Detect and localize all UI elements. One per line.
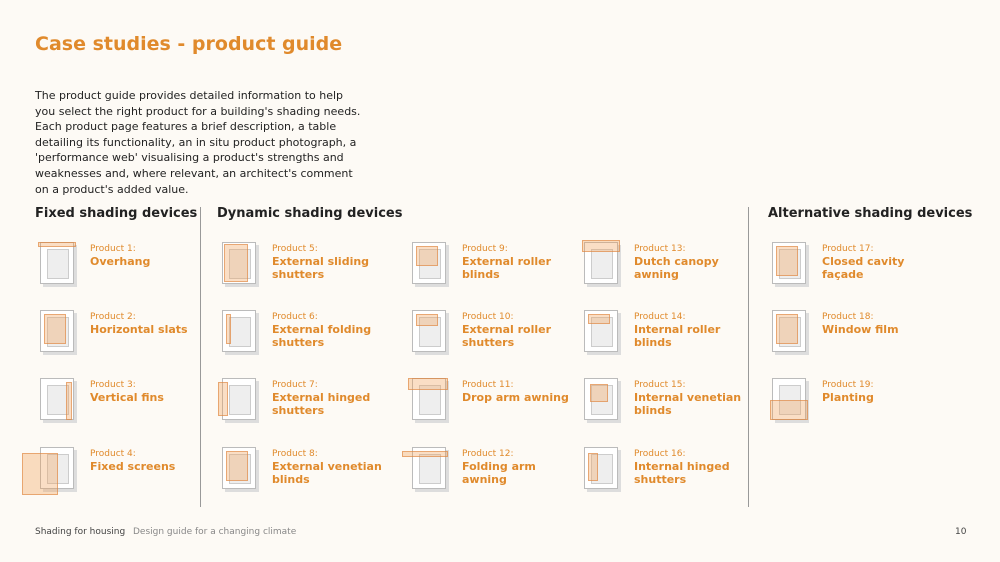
product-name: Overhang <box>90 255 151 268</box>
product-name: Dutch canopy awning <box>634 255 719 281</box>
product-number: Product 5: <box>272 244 318 254</box>
window-shading-icon <box>582 240 620 286</box>
window-shading-icon <box>218 376 258 422</box>
window-shading-icon <box>408 376 448 422</box>
divider <box>200 207 201 507</box>
product-name: Internal roller blinds <box>634 323 721 349</box>
intro-text: The product guide provides detailed info… <box>35 89 361 196</box>
product-number: Product 14: <box>634 312 686 322</box>
product-item-9[interactable]: Product 9: External roller blinds <box>410 240 580 300</box>
product-name: Closed cavity façade <box>822 255 905 281</box>
window-shading-icon <box>22 445 76 495</box>
product-name: Folding arm awning <box>462 460 536 486</box>
product-number: Product 18: <box>822 312 874 322</box>
product-name: Window film <box>822 323 899 336</box>
product-number: Product 9: <box>462 244 508 254</box>
product-name: Horizontal slats <box>90 323 188 336</box>
window-shading-icon <box>582 308 620 354</box>
page-number: 10 <box>955 527 967 537</box>
product-name: External folding shutters <box>272 323 372 349</box>
product-item-11[interactable]: Product 11: Drop arm awning <box>408 376 580 436</box>
product-number: Product 12: <box>462 449 514 459</box>
product-number: Product 8: <box>272 449 318 459</box>
product-item-18[interactable]: Product 18: Window film <box>770 308 940 368</box>
window-shading-icon <box>38 240 76 286</box>
product-number: Product 17: <box>822 244 874 254</box>
product-item-17[interactable]: Product 17: Closed cavity façade <box>770 240 940 300</box>
section-alternative: Alternative shading devices <box>768 206 973 221</box>
window-shading-icon <box>410 240 448 286</box>
product-number: Product 3: <box>90 380 136 390</box>
product-name: External sliding shutters <box>272 255 370 281</box>
product-number: Product 4: <box>90 449 136 459</box>
section-fixed: Fixed shading devices <box>35 206 198 221</box>
window-shading-icon <box>582 445 620 491</box>
window-shading-icon <box>402 445 448 491</box>
product-item-16[interactable]: Product 16: Internal hinged shutters <box>582 445 752 505</box>
product-number: Product 10: <box>462 312 514 322</box>
product-name: Planting <box>822 391 874 404</box>
divider <box>748 207 749 507</box>
window-shading-icon <box>220 445 258 491</box>
product-item-3[interactable]: Product 3: Vertical fins <box>38 376 208 436</box>
product-item-6[interactable]: Product 6: External folding shutters <box>220 308 390 368</box>
product-item-19[interactable]: Product 19: Planting <box>770 376 940 436</box>
window-shading-icon <box>770 240 808 286</box>
product-item-1[interactable]: Product 1: Overhang <box>38 240 208 300</box>
product-item-12[interactable]: Product 12: Folding arm awning <box>402 445 580 505</box>
product-item-4[interactable]: Product 4: Fixed screens <box>22 445 208 505</box>
window-shading-icon <box>38 376 76 422</box>
product-name: Drop arm awning <box>462 391 569 404</box>
footer-subtitle: Design guide for a changing climate <box>133 527 297 537</box>
product-name: Internal venetian blinds <box>634 391 742 417</box>
product-item-15[interactable]: Product 15: Internal venetian blinds <box>582 376 752 436</box>
product-name: External roller shutters <box>462 323 552 349</box>
page-title: Case studies - product guide <box>35 33 343 55</box>
product-number: Product 19: <box>822 380 874 390</box>
window-shading-icon <box>220 240 258 286</box>
product-item-13[interactable]: Product 13: Dutch canopy awning <box>582 240 752 300</box>
window-shading-icon <box>770 308 808 354</box>
product-number: Product 7: <box>272 380 318 390</box>
product-name: Internal hinged shutters <box>634 460 730 486</box>
product-number: Product 6: <box>272 312 318 322</box>
product-name: External hinged shutters <box>272 391 371 417</box>
product-item-8[interactable]: Product 8: External venetian blinds <box>220 445 390 505</box>
product-item-5[interactable]: Product 5: External sliding shutters <box>220 240 390 300</box>
section-dynamic: Dynamic shading devices <box>217 206 403 221</box>
window-shading-icon <box>38 308 76 354</box>
product-item-2[interactable]: Product 2: Horizontal slats <box>38 308 208 368</box>
product-number: Product 1: <box>90 244 136 254</box>
product-name: Fixed screens <box>90 460 176 473</box>
product-number: Product 16: <box>634 449 686 459</box>
product-number: Product 15: <box>634 380 686 390</box>
product-name: External venetian blinds <box>272 460 382 486</box>
product-item-14[interactable]: Product 14: Internal roller blinds <box>582 308 752 368</box>
window-shading-icon <box>770 376 808 422</box>
product-item-7[interactable]: Product 7: External hinged shutters <box>218 376 390 436</box>
window-shading-icon <box>582 376 620 422</box>
product-item-10[interactable]: Product 10: External roller shutters <box>410 308 580 368</box>
window-shading-icon <box>220 308 258 354</box>
product-number: Product 11: <box>462 380 514 390</box>
footer-brand: Shading for housing <box>35 527 126 537</box>
product-name: Vertical fins <box>90 391 164 404</box>
product-name: External roller blinds <box>462 255 552 281</box>
product-number: Product 2: <box>90 312 136 322</box>
product-number: Product 13: <box>634 244 686 254</box>
window-shading-icon <box>410 308 448 354</box>
